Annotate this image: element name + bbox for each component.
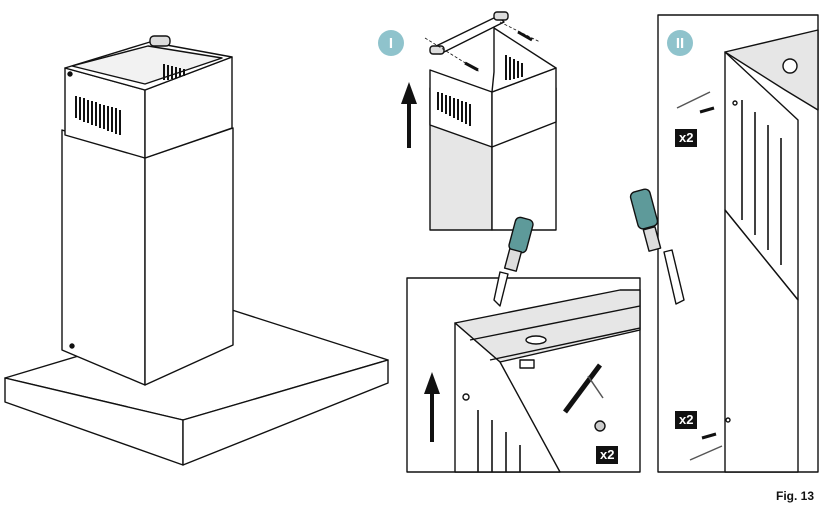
up-arrow-icon xyxy=(401,82,417,148)
step-2-badge: II xyxy=(667,30,693,56)
up-arrow-icon xyxy=(424,372,440,442)
step2-illustration xyxy=(676,29,819,473)
step1-duct-illustration xyxy=(424,11,557,231)
quantity-badge-detail: x2 xyxy=(596,446,619,464)
quantity-badge-step2-bottom: x2 xyxy=(675,411,698,429)
lower-chimney-duct xyxy=(61,127,234,386)
step-1-badge: I xyxy=(378,30,404,56)
figure-label: Fig. 13 xyxy=(775,489,814,503)
quantity-badge-step2-top: x2 xyxy=(675,129,698,147)
upper-chimney-duct xyxy=(64,35,233,159)
hood-canopy xyxy=(4,309,389,466)
screwdriver-icon xyxy=(493,216,534,307)
detail-illustration xyxy=(454,289,641,473)
screwdriver-icon xyxy=(629,188,685,305)
